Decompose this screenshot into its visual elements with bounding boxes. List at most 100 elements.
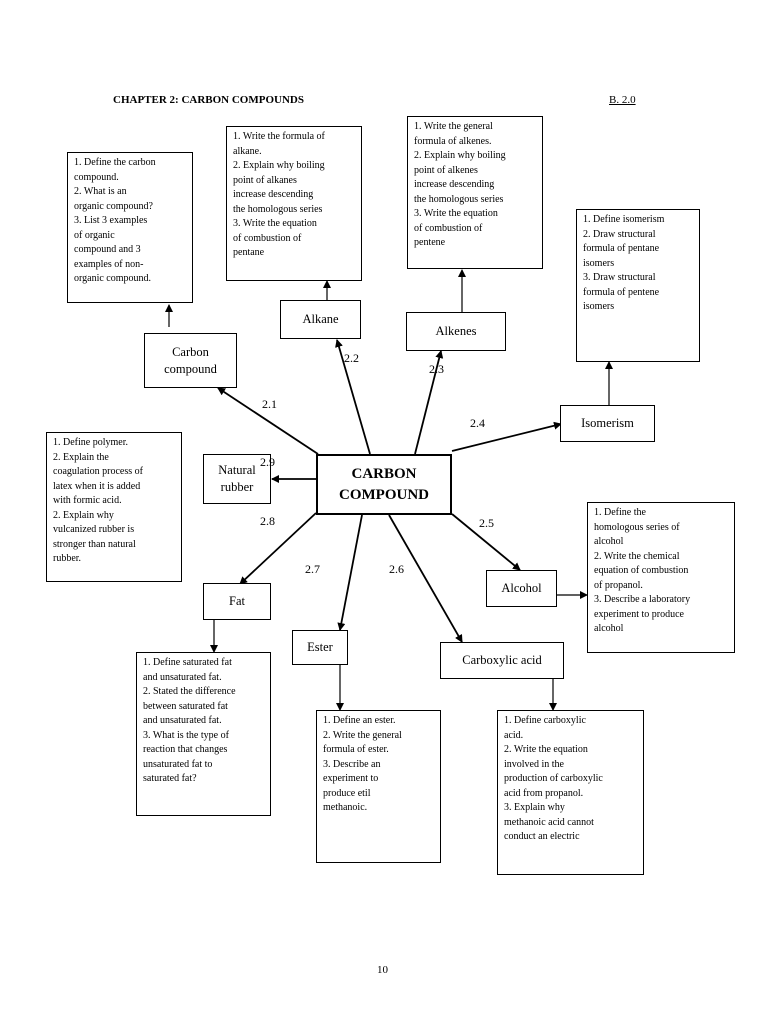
node-ester: Ester bbox=[292, 630, 348, 665]
arrow-to-alcohol bbox=[451, 513, 521, 571]
questions-natural-rubber: 1. Define polymer. 2. Explain the coagulat… bbox=[46, 432, 182, 582]
question-line: 2. Draw structural bbox=[583, 228, 656, 240]
questions-fat: 1. Define saturated fat and unsaturated f… bbox=[136, 652, 271, 816]
node-alkane: Alkane bbox=[280, 300, 361, 339]
question-line: homologous series of bbox=[594, 521, 680, 533]
question-line: of organic bbox=[74, 229, 115, 241]
question-line: formula of pentene bbox=[583, 286, 660, 298]
questions-alcohol: 1. Define the homologous series of alcohol… bbox=[587, 502, 735, 653]
question-line: with formic acid. bbox=[53, 495, 122, 506]
question-line: 2. Stated the difference bbox=[143, 686, 236, 697]
question-line: latex when it is added bbox=[53, 480, 141, 492]
question-line: 1. Define polymer. bbox=[53, 437, 128, 448]
questions-ester: 1. Define an ester. 2. Write the general f… bbox=[316, 710, 441, 863]
question-line: compound. bbox=[74, 171, 119, 183]
question-line: increase descending bbox=[233, 189, 314, 200]
question-line: 1. Define the bbox=[594, 507, 646, 518]
question-line: conduct an electric bbox=[504, 831, 580, 842]
question-line: and unsaturated fat. bbox=[143, 671, 222, 683]
question-line: coagulation process of bbox=[53, 466, 143, 477]
question-line: 2. Write the general bbox=[323, 729, 402, 741]
question-line: of propanol. bbox=[594, 579, 643, 591]
question-line: involved in the bbox=[504, 758, 564, 770]
question-line: 2. Explain why boiling bbox=[233, 160, 325, 171]
question-line: 1. Write the formula of bbox=[233, 131, 325, 142]
label-2-2: 2.2 bbox=[344, 351, 359, 365]
questions-alkenes: 1. Write the general formula of alkenes. 2… bbox=[407, 116, 543, 269]
question-line: pentene bbox=[414, 237, 446, 248]
label-2-9: 2.9 bbox=[260, 455, 275, 469]
question-line: organic compound? bbox=[74, 200, 153, 212]
node-alkenes: Alkenes bbox=[406, 312, 506, 351]
label-2-7: 2.7 bbox=[305, 562, 320, 576]
question-line: saturated fat? bbox=[143, 773, 197, 784]
label-2-6: 2.6 bbox=[389, 562, 404, 576]
question-line: vulcanized rubber is bbox=[53, 524, 135, 535]
question-line: 2. Write the chemical bbox=[594, 550, 680, 562]
question-line: acid from propanol. bbox=[504, 787, 584, 799]
question-line: formula of alkenes. bbox=[414, 135, 492, 147]
question-line: of combustion of bbox=[414, 222, 483, 234]
question-line: 1. Define saturated fat bbox=[143, 657, 232, 668]
question-line: 3. Describe an bbox=[323, 758, 381, 770]
question-line: the homologous series bbox=[233, 203, 323, 215]
page-number: 10 bbox=[377, 964, 388, 976]
question-line: alkane. bbox=[233, 145, 262, 157]
question-line: the homologous series bbox=[414, 193, 504, 205]
label-2-8: 2.8 bbox=[260, 514, 275, 528]
question-line: compound and 3 bbox=[74, 244, 141, 255]
question-line: 1. Write the general bbox=[414, 121, 493, 132]
questions-isomerism: 1. Define isomerism 2. Draw structural for… bbox=[576, 209, 700, 362]
label-2-1: 2.1 bbox=[262, 397, 277, 411]
question-line: 1. Define an ester. bbox=[323, 715, 396, 726]
question-line: methanoic. bbox=[323, 802, 368, 813]
question-line: 3. List 3 examples bbox=[74, 215, 148, 226]
question-line: 2. Explain why boiling bbox=[414, 150, 506, 161]
arrow-to-ester bbox=[337, 514, 363, 631]
question-line: 3. Explain why bbox=[504, 802, 565, 813]
question-line: 2. Explain why bbox=[53, 509, 114, 521]
question-line: acid. bbox=[504, 729, 524, 741]
node-isomerism: Isomerism bbox=[560, 405, 655, 442]
question-line: organic compound. bbox=[74, 273, 152, 284]
question-line: produce etil bbox=[323, 787, 371, 799]
question-line: alcohol bbox=[594, 536, 624, 547]
node-carboxylic-acid: Carboxylic acid bbox=[440, 642, 564, 679]
question-line: point of alkenes bbox=[414, 164, 478, 176]
question-line: and unsaturated fat. bbox=[143, 715, 222, 726]
label-2-3: 2.3 bbox=[429, 362, 444, 376]
question-line: 3. Draw structural bbox=[583, 272, 656, 283]
question-line: 3. What is the type of bbox=[143, 729, 229, 741]
question-line: 3. Write the equation bbox=[414, 208, 498, 219]
question-line: isomers bbox=[583, 257, 615, 269]
chapter-title: CHAPTER 2: CARBON COMPOUNDS bbox=[113, 94, 304, 106]
question-line: stronger than natural bbox=[53, 538, 136, 550]
question-line: equation of combustion bbox=[594, 565, 689, 576]
question-line: formula of pentane bbox=[583, 243, 660, 254]
section-reference: B. 2.0 bbox=[609, 94, 636, 106]
question-line: pentane bbox=[233, 247, 265, 258]
question-line: increase descending bbox=[414, 179, 495, 190]
question-line: 3. Write the equation bbox=[233, 218, 317, 229]
question-line: examples of non- bbox=[74, 258, 144, 270]
node-alcohol: Alcohol bbox=[486, 570, 557, 607]
question-line: methanoic acid cannot bbox=[504, 816, 594, 828]
question-line: 2. Explain the bbox=[53, 451, 109, 463]
label-2-4: 2.4 bbox=[470, 416, 485, 430]
question-line: 1. Define the carbon bbox=[74, 157, 156, 168]
question-line: isomers bbox=[583, 301, 615, 312]
question-line: reaction that changes bbox=[143, 744, 228, 755]
question-line: experiment to produce bbox=[594, 608, 684, 620]
question-line: formula of ester. bbox=[323, 744, 389, 755]
question-line: alcohol bbox=[594, 623, 624, 634]
question-line: of combustion of bbox=[233, 232, 302, 244]
questions-alkane: 1. Write the formula of alkane. 2. Explain… bbox=[226, 126, 362, 281]
question-line: 2. Write the equation bbox=[504, 744, 588, 755]
arrow-to-alkane bbox=[335, 339, 371, 455]
question-line: 1. Define isomerism bbox=[583, 214, 665, 225]
